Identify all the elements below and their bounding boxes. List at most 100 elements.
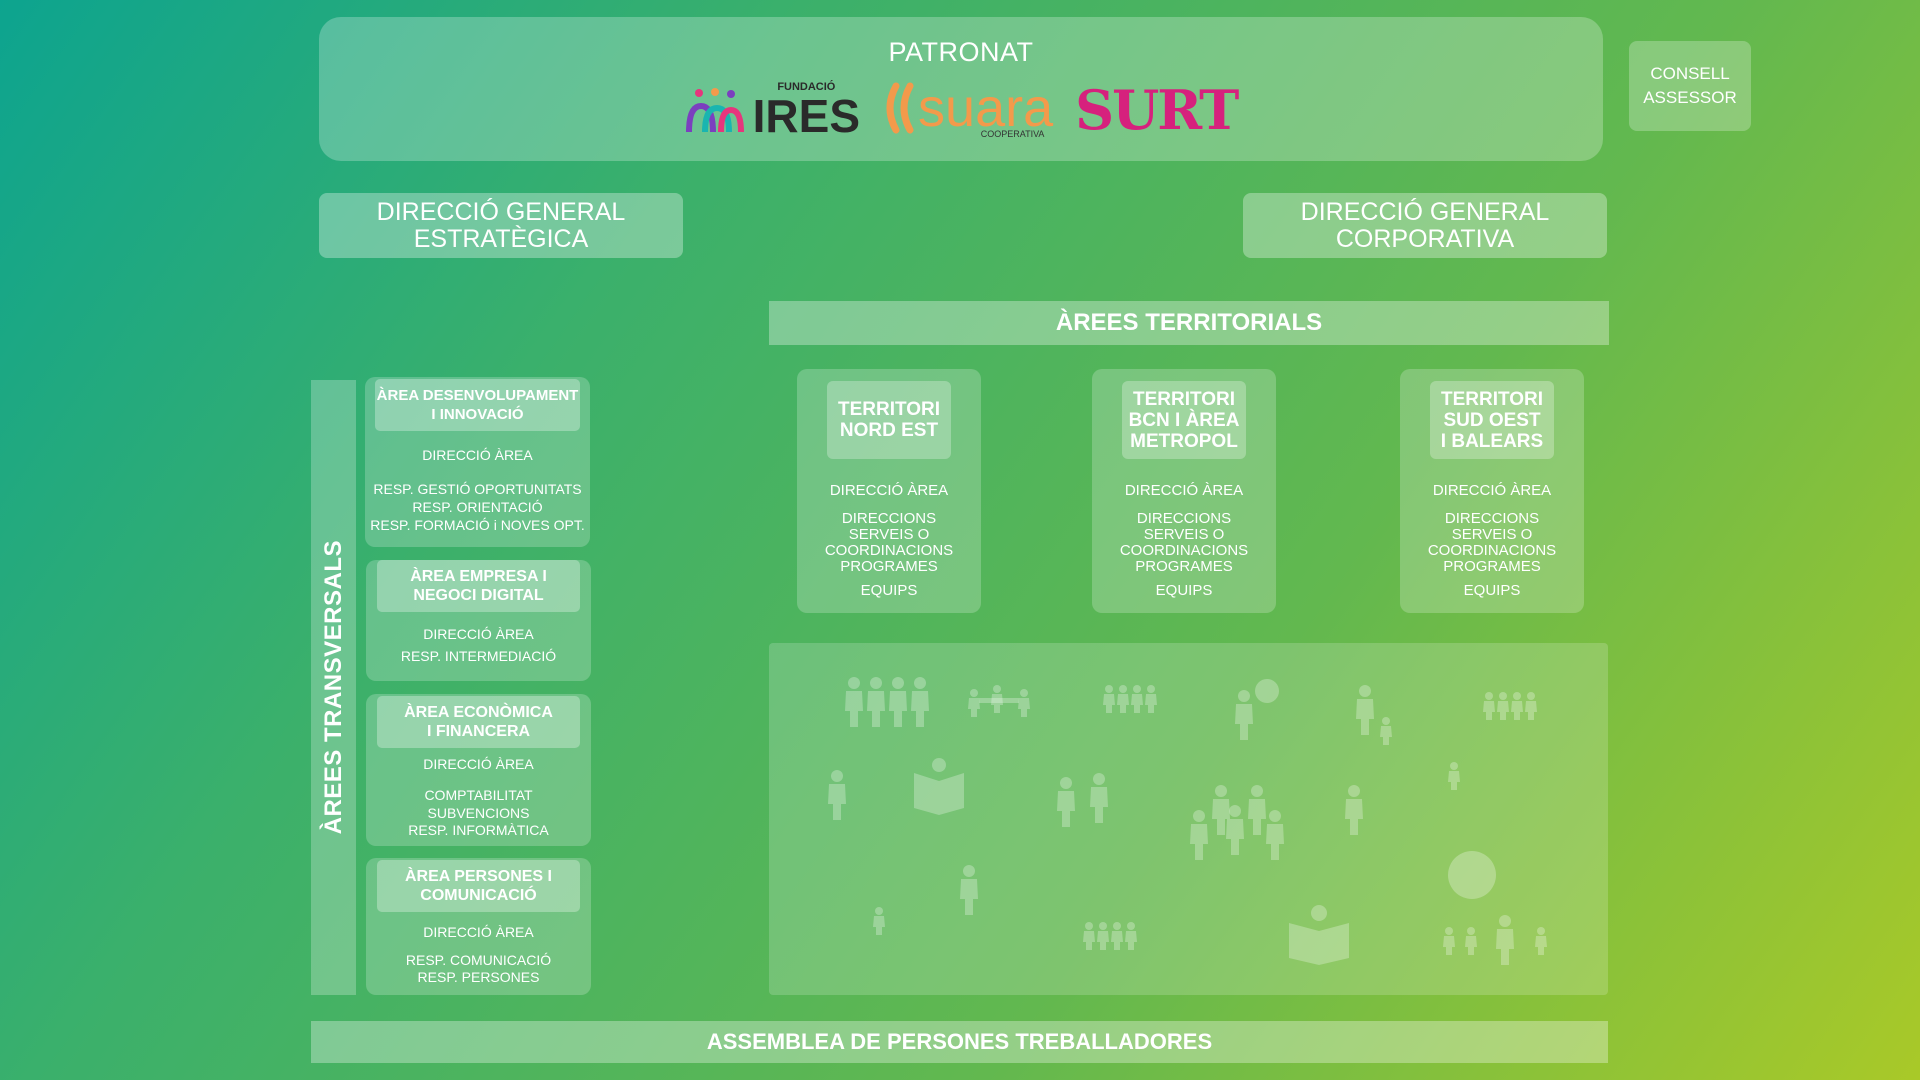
territori-card-sud-oest: TERRITORI SUD OEST I BALEARS DIRECCIÓ ÀR…	[1400, 369, 1584, 613]
territori-direccio: DIRECCIÓ ÀREA	[1124, 482, 1244, 499]
area-line: DIRECCIÓ ÀREA	[423, 756, 534, 772]
territori-serveis-line: SERVEIS O	[1143, 526, 1225, 543]
suara-brackets-icon	[886, 82, 914, 133]
territori-serveis-line: DIRECCIONS	[1136, 510, 1232, 527]
territori-head: TERRITORI NORD EST	[827, 381, 951, 459]
area-line: RESP. INTERMEDIACIÓ	[400, 648, 557, 664]
meeting-table-icon	[968, 685, 1030, 717]
territori-head-line: BCN I ÀREA	[1128, 409, 1240, 431]
chat-group-icon	[1443, 851, 1547, 965]
territori-head: TERRITORI SUD OEST I BALEARS	[1430, 381, 1554, 459]
direccio-corporativa-box: DIRECCIÓ GENERAL CORPORATIVA	[1243, 193, 1607, 258]
area-head: ÀREA PERSONES I COMUNICACIÓ	[377, 860, 580, 912]
small-group-right-icon	[1483, 692, 1537, 720]
area-line: RESP. COMUNICACIÓ	[405, 952, 552, 968]
territori-head-line: TERRITORI	[837, 399, 941, 420]
suara-logo: suara COOPERATIVA	[882, 81, 1053, 139]
territori-direccio: DIRECCIÓ ÀREA	[1432, 482, 1552, 499]
area-card-desenvolupament: ÀREA DESENVOLUPAMENT I INNOVACIÓ DIRECCI…	[365, 377, 590, 547]
area-line: RESP. FORMACIÓ i NOVES OPT.	[370, 517, 585, 533]
elderly-pair-icon	[1057, 773, 1108, 827]
area-head-line: ÀREA DESENVOLUPAMENT	[376, 387, 579, 404]
area-line: RESP. INFORMÀTICA	[408, 822, 549, 838]
reading-book-2-icon	[1289, 905, 1349, 965]
woman-standing-icon	[960, 865, 978, 915]
child-running-icon	[873, 907, 885, 935]
area-head-line: ÀREA ECONÒMICA	[404, 704, 553, 721]
direccio-estrategica-box: DIRECCIÓ GENERAL ESTRATÈGICA	[319, 193, 683, 258]
people-illustration	[828, 677, 1547, 965]
area-line: RESP. ORIENTACIÓ	[412, 499, 543, 515]
raising-hand-icon	[1345, 785, 1363, 835]
territori-head-line: TERRITORI	[1132, 388, 1236, 410]
territori-equips: EQUIPS	[1155, 582, 1213, 599]
territori-serveis-line: PROGRAMES	[840, 558, 938, 575]
area-head-line: I FINANCERA	[426, 723, 531, 740]
small-group-bottom-icon	[1083, 922, 1137, 950]
territori-card-bcn: TERRITORI BCN I ÀREA METROPOL DIRECCIÓ À…	[1092, 369, 1276, 613]
ires-small-label: FUNDACIÓ	[777, 80, 836, 93]
suara-wordmark: suara	[918, 77, 1054, 138]
surt-logo: SURT	[1075, 77, 1239, 142]
area-card-economica: ÀREA ECONÒMICA I FINANCERA DIRECCIÓ ÀREA…	[366, 694, 591, 846]
territori-serveis-line: SERVEIS O	[848, 526, 930, 543]
territori-serveis-line: PROGRAMES	[1443, 558, 1541, 575]
arees-territorials-header: ÀREES TERRITORIALS	[769, 301, 1609, 345]
territori-head-line: NORD EST	[839, 420, 939, 441]
arees-transversals-title: ÀREES TRANSVERSALS	[319, 540, 347, 835]
area-head-line: ÀREA PERSONES I	[405, 868, 552, 885]
territori-head-line: TERRITORI	[1440, 388, 1544, 410]
patronat-title: PATRONAT	[888, 36, 1034, 67]
area-line: COMPTABILITAT	[424, 787, 533, 803]
area-card-persones: ÀREA PERSONES I COMUNICACIÓ DIRECCIÓ ÀRE…	[366, 858, 591, 995]
direccio-corporativa-line-1: DIRECCIÓ GENERAL	[1300, 197, 1550, 226]
small-group-icon	[1103, 685, 1157, 713]
direccio-estrategica-line-1: DIRECCIÓ GENERAL	[376, 197, 626, 226]
territori-serveis-line: PROGRAMES	[1135, 558, 1233, 575]
territori-head: TERRITORI BCN I ÀREA METROPOL	[1122, 381, 1246, 459]
area-head-line: COMUNICACIÓ	[420, 887, 537, 904]
area-head: ÀREA ECONÒMICA I FINANCERA	[377, 696, 580, 748]
area-head-line: ÀREA EMPRESA I	[410, 568, 547, 585]
arees-territorials-title: ÀREES TERRITORIALS	[1055, 309, 1323, 336]
ires-wordmark: IRES	[752, 89, 861, 142]
reading-book-icon	[914, 758, 964, 815]
consell-line-1: CONSELL	[1650, 64, 1730, 83]
area-card-empresa: ÀREA EMPRESA I NEGOCI DIGITAL DIRECCIÓ À…	[366, 560, 591, 681]
territori-serveis-line: DIRECCIONS	[841, 510, 937, 527]
territori-head-line: METROPOL	[1130, 430, 1238, 452]
territori-equips: EQUIPS	[1463, 582, 1521, 599]
adult-child-icon	[1356, 685, 1392, 745]
partner-logos: FUNDACIÓ IRES suara COOPERATIVA SURT	[685, 77, 1239, 142]
ires-logo: FUNDACIÓ IRES	[685, 81, 860, 139]
crowd-icon	[1190, 785, 1284, 860]
assemblea-title: ASSEMBLEA DE PERSONES TREBALLADORES	[706, 1029, 1213, 1054]
area-line: DIRECCIÓ ÀREA	[422, 447, 533, 463]
area-line: RESP. PERSONES	[417, 969, 540, 985]
ires-arcs-icon	[685, 87, 744, 132]
territori-serveis-line: COORDINACIONS	[1119, 542, 1249, 559]
child-waving-icon	[1448, 762, 1460, 790]
territori-head-line: I BALEARS	[1440, 430, 1544, 452]
arees-transversals-bar: ÀREES TRANSVERSALS	[311, 380, 356, 995]
patronat-box: PATRONAT FUNDACIÓ IRES suara	[319, 17, 1603, 161]
territori-equips: EQUIPS	[860, 582, 918, 599]
group-family-icon	[845, 677, 929, 727]
consell-line-2: ASSESSOR	[1643, 88, 1737, 107]
area-head: ÀREA EMPRESA I NEGOCI DIGITAL	[377, 560, 580, 612]
territori-direccio: DIRECCIÓ ÀREA	[829, 482, 949, 499]
area-line: DIRECCIÓ ÀREA	[423, 924, 534, 940]
territori-card-nord-est: TERRITORI NORD EST DIRECCIÓ ÀREA DIRECCI…	[797, 369, 981, 613]
territori-serveis-line: DIRECCIONS	[1444, 510, 1540, 527]
territori-serveis-line: COORDINACIONS	[824, 542, 954, 559]
area-line: SUBVENCIONS	[427, 805, 530, 821]
consell-assessor-box: CONSELL ASSESSOR	[1629, 41, 1751, 131]
area-line: RESP. GESTIÓ OPORTUNITATS	[373, 481, 582, 497]
territori-head-line: SUD OEST	[1443, 409, 1541, 431]
people-illustration-panel	[769, 643, 1608, 995]
woman-icon	[828, 770, 846, 820]
area-head: ÀREA DESENVOLUPAMENT I INNOVACIÓ	[375, 379, 580, 431]
assemblea-box: ASSEMBLEA DE PERSONES TREBALLADORES	[311, 1021, 1608, 1063]
suara-small-label: COOPERATIVA	[980, 128, 1045, 139]
area-head-line: I INNOVACIÓ	[431, 406, 524, 423]
